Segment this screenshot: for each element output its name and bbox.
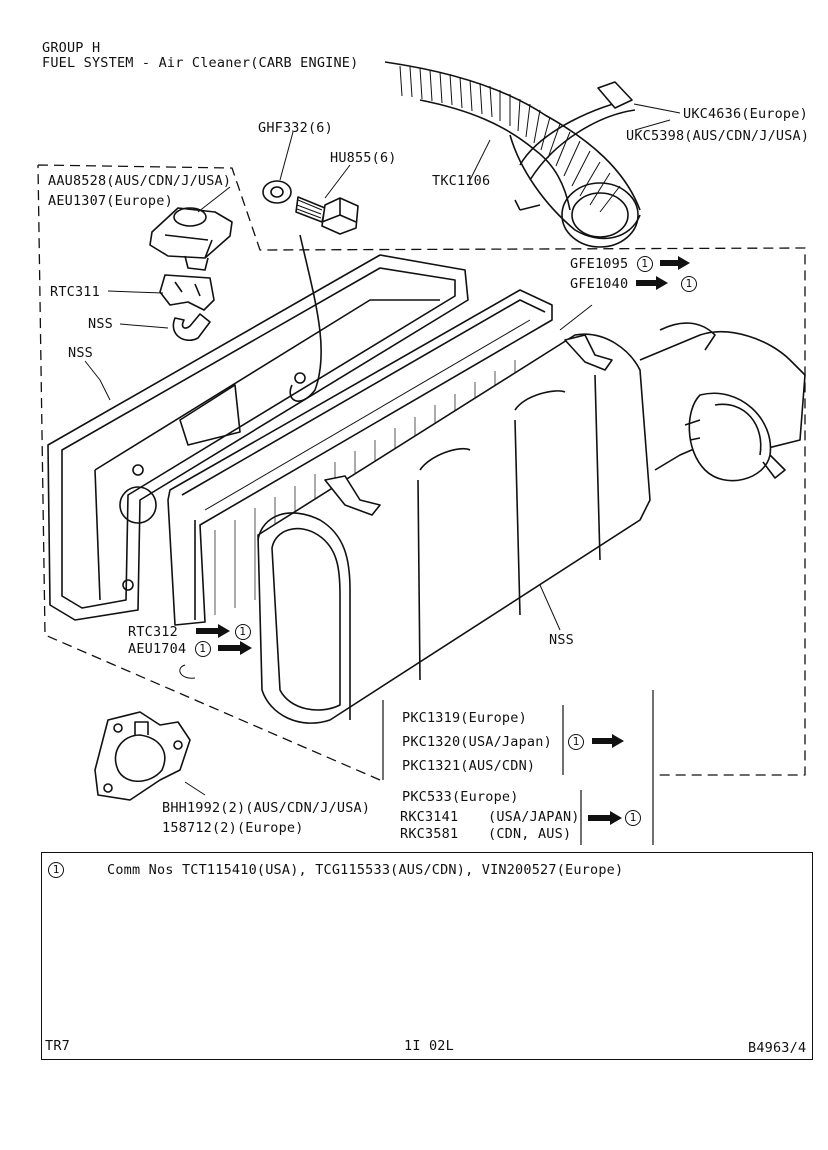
footnote-marker: 1 <box>636 256 653 272</box>
group-heading: GROUP H <box>42 40 101 56</box>
footnote-text: Comm Nos TCT115410(USA), TCG115533(AUS/C… <box>107 862 624 878</box>
gfe1095-text: GFE1095 <box>570 256 629 272</box>
footer-model: TR7 <box>45 1038 70 1054</box>
label-ukc4636: UKC4636(Europe) <box>683 106 808 122</box>
intake-hose <box>384 61 641 248</box>
label-rkc3141: RKC3141 <box>400 809 459 825</box>
label-pkc1320: PKC1320(USA/Japan) <box>402 734 552 750</box>
label-pkc533: PKC533(Europe) <box>402 789 519 805</box>
label-158712: 158712(2)(Europe) <box>162 820 304 836</box>
elbow-hose <box>172 313 211 342</box>
gfe1040-text: GFE1040 <box>570 276 629 292</box>
label-rkc3581: RKC3581 <box>400 826 459 842</box>
leader-lines <box>84 103 681 796</box>
label-pkc1319: PKC1319(Europe) <box>402 710 527 726</box>
intake-snout <box>639 322 806 482</box>
footnote-marker: 1 <box>625 810 641 826</box>
aeu1704-text: AEU1704 <box>128 641 187 657</box>
hose-clip <box>514 81 636 211</box>
footer-page-number: 1I 02L <box>404 1038 454 1054</box>
footnote-box: 1 Comm Nos TCT115410(USA), TCG115533(AUS… <box>41 852 813 1060</box>
label-rkc3581-region: (CDN, AUS) <box>488 826 572 842</box>
air-cleaner-housing <box>257 333 651 724</box>
label-nss-3: NSS <box>549 632 574 648</box>
footnote-marker: 1 <box>568 734 584 750</box>
label-gfe1040: GFE1040 1 <box>570 276 697 292</box>
table-separators <box>382 690 654 845</box>
label-rtc311: RTC311 <box>50 284 100 300</box>
label-gfe1095: GFE1095 1 <box>570 256 653 272</box>
footnote-marker: 1 <box>680 276 697 292</box>
label-aeu1704: AEU1704 1 <box>128 641 211 657</box>
footnote-marker: 1 <box>194 641 211 657</box>
label-aeu1307: AEU1307(Europe) <box>48 193 173 209</box>
page-title: FUEL SYSTEM - Air Cleaner(CARB ENGINE) <box>42 55 359 71</box>
washer-and-bolt <box>262 180 359 235</box>
footnote-marker: 1 <box>48 862 64 878</box>
rkc-footnote-marker: 1 <box>625 810 641 826</box>
rtc312-text: RTC312 <box>128 624 178 640</box>
label-ghf332: GHF332(6) <box>258 120 333 136</box>
label-hu855: HU855(6) <box>330 150 397 166</box>
clip-rtc311 <box>159 274 215 311</box>
label-rkc3141-region: (USA/JAPAN) <box>488 809 580 825</box>
label-tkc1106: TKC1106 <box>432 173 491 189</box>
footnote-marker: 1 <box>234 624 251 640</box>
label-nss-2: NSS <box>68 345 93 361</box>
label-bhh1992: BHH1992(2)(AUS/CDN/J/USA) <box>162 800 371 816</box>
assembly-dashed-outline <box>37 164 806 781</box>
hanging-wire <box>289 234 322 402</box>
base-gasket <box>94 711 191 801</box>
label-aau8528: AAU8528(AUS/CDN/J/USA) <box>48 173 232 189</box>
arrows <box>196 256 690 825</box>
back-plate <box>47 254 469 621</box>
label-nss-1: NSS <box>88 316 113 332</box>
label-ukc5398: UKC5398(AUS/CDN/J/USA) <box>626 128 810 144</box>
pkc-footnote-marker: 1 <box>568 734 584 750</box>
breather-cap <box>149 207 233 271</box>
label-rtc312: RTC312 1 <box>128 624 251 640</box>
footer-reference: B4963/4 <box>748 1040 807 1056</box>
label-pkc1321: PKC1321(AUS/CDN) <box>402 758 536 774</box>
